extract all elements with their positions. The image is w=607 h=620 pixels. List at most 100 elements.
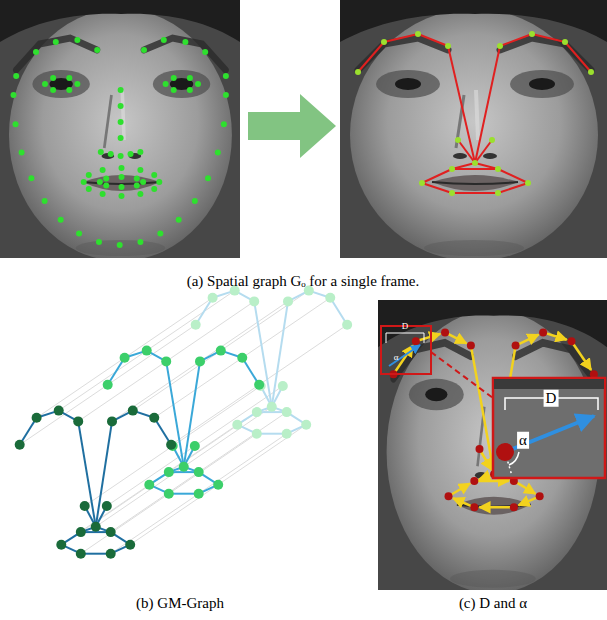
feature-vector xyxy=(471,346,493,470)
graph-node xyxy=(179,462,189,472)
graph-node xyxy=(445,43,451,49)
graph-node xyxy=(449,166,455,172)
subfigure-caption: (c) D and α xyxy=(459,595,527,612)
landmark-dot xyxy=(221,121,227,127)
graph-edge xyxy=(422,169,452,183)
landmark-dot xyxy=(119,193,125,199)
graph-node xyxy=(213,480,223,490)
graph-node xyxy=(161,356,171,366)
graph-node xyxy=(142,346,152,356)
graph-node xyxy=(283,296,293,306)
landmark-dot xyxy=(100,191,106,197)
subfigure-caption: (b) GM-Graph xyxy=(136,595,224,612)
graph-node xyxy=(252,429,262,439)
graph-edge xyxy=(448,46,475,163)
landmark-dot xyxy=(100,167,106,173)
landmark-dot xyxy=(171,87,177,93)
temporal-link xyxy=(61,425,237,545)
landmark-dot xyxy=(118,87,124,93)
graph-node xyxy=(455,137,461,143)
graph-edge xyxy=(475,140,492,163)
temporal-link xyxy=(111,434,287,554)
graph-node xyxy=(539,328,547,336)
graph-node xyxy=(525,180,531,186)
landmark-dot xyxy=(13,121,19,127)
landmark-dot xyxy=(103,175,109,181)
landmark-dot xyxy=(86,172,92,178)
zoom-callout xyxy=(381,326,605,478)
graph-node xyxy=(588,69,594,75)
landmark-dot xyxy=(53,39,59,45)
feature-vector xyxy=(479,506,514,509)
graph-node xyxy=(529,31,535,37)
graph-node xyxy=(536,492,544,500)
landmark-dot xyxy=(42,198,48,204)
zoom-box xyxy=(381,326,431,374)
graph-node xyxy=(76,549,86,559)
temporal-link xyxy=(130,425,306,545)
landmark-dot xyxy=(86,186,92,192)
landmark-dot xyxy=(151,186,157,192)
graph-node xyxy=(568,337,576,345)
landmark-dot xyxy=(13,73,19,79)
landmark-dot xyxy=(66,87,72,93)
graph-node xyxy=(191,320,201,330)
landmark-dot xyxy=(117,242,123,248)
graph-node xyxy=(195,356,205,366)
graph-edge xyxy=(384,34,418,42)
temporal-link xyxy=(59,291,235,411)
landmark-dot xyxy=(202,49,208,55)
landmark-dot xyxy=(195,81,201,87)
landmark-dot xyxy=(156,179,162,185)
landmark-dot xyxy=(134,175,140,181)
graph-node xyxy=(562,39,568,45)
temporal-link xyxy=(78,301,254,421)
graph-node xyxy=(54,406,64,416)
landmark-dot xyxy=(119,184,125,190)
graph-edge xyxy=(418,34,448,46)
face-photo xyxy=(378,300,607,593)
landmark-dot xyxy=(76,231,82,237)
landmark-dot xyxy=(28,175,34,181)
feature-vector xyxy=(393,345,413,374)
landmark-dot xyxy=(187,75,193,81)
temporal-link xyxy=(133,291,309,411)
graph-node xyxy=(166,440,176,450)
graph-node xyxy=(128,406,138,416)
graph-node xyxy=(56,540,66,550)
graph-node xyxy=(282,407,292,417)
graph-node xyxy=(412,337,420,345)
landmark-dot xyxy=(11,92,17,98)
landmark-dot xyxy=(141,47,147,53)
graph-node xyxy=(467,342,475,350)
graph-node xyxy=(475,445,483,453)
graph-node xyxy=(278,381,288,391)
graph-edge xyxy=(565,42,591,72)
landmark-dot xyxy=(118,103,124,109)
landmark-dot xyxy=(137,239,143,245)
landmark-dot xyxy=(98,149,104,155)
graph-node xyxy=(495,190,501,196)
zoom-inset xyxy=(493,378,605,478)
face-photo xyxy=(0,0,240,261)
graph-node xyxy=(267,402,277,412)
graph-node xyxy=(497,43,503,49)
landmark-dot xyxy=(192,198,198,204)
graph-node xyxy=(495,166,501,172)
graph-node xyxy=(325,293,335,303)
landmark-dot xyxy=(96,239,102,245)
subfigure-caption: (a) Spatial graph Gₒ for a single frame. xyxy=(187,273,420,290)
temporal-link xyxy=(171,325,347,445)
gm-graph-layer xyxy=(15,286,352,559)
graph-node xyxy=(194,489,204,499)
graph-node xyxy=(190,441,200,451)
landmark-dot xyxy=(176,217,182,223)
graph-node xyxy=(489,137,495,143)
graph-node xyxy=(164,489,174,499)
landmark-dot xyxy=(134,183,140,189)
graph-edge xyxy=(166,361,184,466)
landmark-dot xyxy=(33,49,39,55)
graph-node xyxy=(144,480,154,490)
landmark-dot xyxy=(205,175,211,181)
graph-node xyxy=(107,416,117,426)
